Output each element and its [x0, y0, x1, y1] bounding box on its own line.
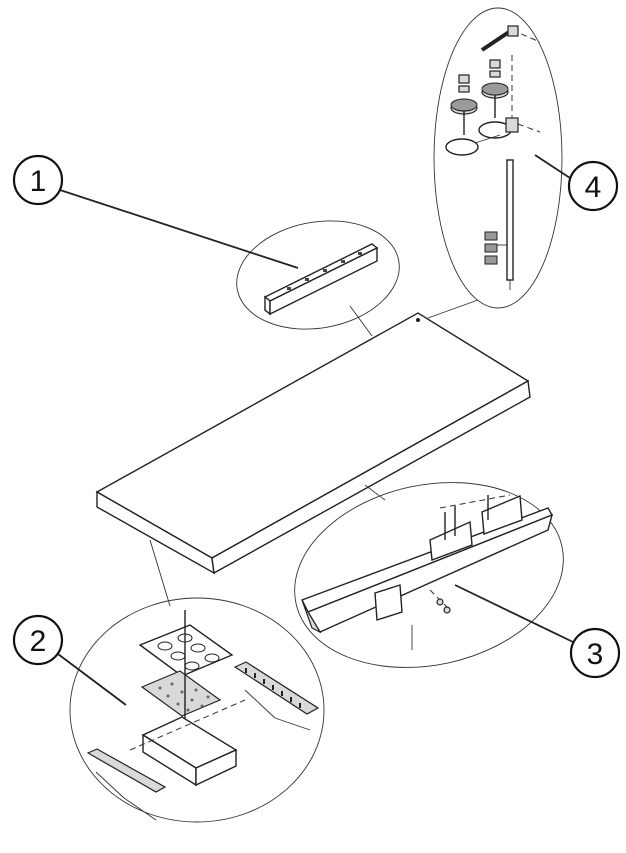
callout-4-label: 4: [585, 171, 602, 204]
detail-3-channel: [294, 482, 564, 668]
callout-3-label: 3: [587, 638, 604, 671]
table-top-panel: [95, 312, 531, 575]
detail-connector-lines: [149, 299, 479, 607]
callout-1-label: 1: [30, 165, 47, 198]
callout-2: 2: [12, 614, 127, 706]
callout-4: 4: [534, 154, 619, 212]
detail-1-rail: [236, 220, 400, 330]
detail-4-rod-assembly: [433, 7, 563, 309]
callout-1: 1: [12, 154, 299, 269]
detail-2-tray-assembly: [69, 597, 325, 823]
callout-3: 3: [454, 584, 621, 679]
callout-2-label: 2: [30, 625, 47, 658]
